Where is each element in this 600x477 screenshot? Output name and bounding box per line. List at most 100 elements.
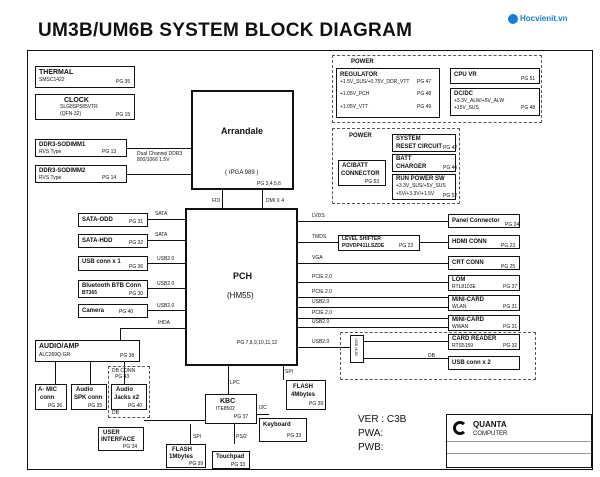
bluetooth-part: BT365 (82, 290, 98, 296)
thermal-part: SMSC1422 (39, 77, 65, 83)
cpu-block: Arrandale ( rPGA 989 ) PG 3,4,5,6 (191, 90, 294, 190)
user-interface-block: USER INTERFACE PG 34 (98, 427, 144, 451)
audio-amp-block: AUDIO/AMP ALC269Q-GR PG 38 (35, 340, 140, 362)
page-title: UM3B/UM6B SYSTEM BLOCK DIAGRAM (38, 20, 413, 41)
audio-spk-line (90, 362, 91, 384)
sysreset-label: SYSTEM (396, 136, 421, 142)
sata-odd-bus: SATA (155, 211, 168, 217)
pch-part: (HM55) (227, 291, 254, 300)
camera-page: PG 40 (119, 309, 134, 315)
jacks-label: Audio (116, 387, 133, 393)
camera-label: Camera (82, 308, 105, 314)
sata-hdd-bus: SATA (155, 232, 168, 238)
regulator-r3: +1.05V_VTT (340, 104, 369, 110)
pch-spi-line (283, 366, 284, 380)
dmi-line (262, 190, 263, 208)
cpu-page: PG 3,4,5,6 (257, 181, 281, 187)
power-dashed-top: POWER (332, 55, 542, 123)
tmds-line (298, 242, 338, 243)
wwan-part: WWAN (452, 324, 469, 330)
dmi-label: DMI X 4 (266, 198, 285, 204)
kbc-label: KBC (220, 398, 236, 405)
regulator-r1-page: PG 47 (417, 79, 432, 85)
usb-conn2-block: USB conn x 2 (448, 356, 520, 370)
hdmi-page: PG 23 (501, 243, 516, 249)
power1-title: POWER (351, 59, 374, 65)
bluetooth-bus: USB2.0 (157, 281, 175, 287)
acbatt-connector: CONNECTOR (341, 171, 380, 177)
flash4-page: PG 39 (309, 401, 324, 407)
quanta-name2: COMPUTER (473, 431, 508, 437)
cpu-vr-page: PG 51 (521, 76, 536, 82)
title-block: QUANTA COMPUTER (446, 414, 592, 468)
dcdc-rail1: +3.3V_ALW/+5V_ALW (454, 98, 505, 104)
pch-spi-label: SPI (285, 369, 294, 375)
sata-odd-block: SATA-ODD PG 31 (78, 213, 148, 227)
touchpad-block: Touchpad PG 33 (212, 451, 250, 469)
ddr-bus-speed: 800/1066 1.5V (137, 157, 170, 163)
hub-card-line (364, 341, 448, 342)
batt-charger-block: BATT CHARGER PG 46 (392, 154, 457, 172)
runpower-page: PG 52 (443, 193, 458, 199)
db-conn-label: DB CONN (112, 368, 136, 374)
version-label: VER : C3B (358, 414, 407, 425)
db-label: DB (112, 410, 119, 416)
keyboard-label: Keyboard (263, 422, 291, 428)
pcie2-line (298, 297, 448, 298)
hub-usb2-line (364, 358, 448, 359)
pcie3-label: PCIE 2.0 (312, 310, 333, 316)
kbc-part: ITE8502 (216, 406, 235, 412)
pcie1-label: PCIE 2.0 (312, 274, 333, 280)
usb-r1-label: USB2.0 (312, 299, 330, 305)
thermal-label: THERMAL (39, 69, 74, 76)
sata-odd-line (148, 219, 185, 220)
usb-r1-line (298, 307, 448, 308)
clock-page: PG 15 (116, 112, 131, 118)
camera-line (148, 310, 185, 311)
lom-part: RTL8103E (452, 284, 476, 290)
batt-label: BATT (396, 156, 412, 162)
ddr2-page: PG 14 (102, 175, 117, 181)
bluetooth-block: Bluetooth BTB Conn BT365 PG 30 (78, 280, 148, 298)
ihda-line-h (120, 328, 185, 329)
usb-r2-label: USB2.0 (312, 319, 330, 325)
ddr3-sodimm2-block: DDR3-SODIMM2 RVS Type PG 14 (35, 165, 127, 183)
touchpad-page: PG 33 (231, 462, 246, 468)
fdi-line (222, 190, 223, 208)
title-block-divider (447, 441, 591, 442)
flash1-size: 1Mbytes (169, 454, 194, 460)
ddr1-label: DDR3-SODIMM1 (39, 142, 86, 148)
crt-label: CRT CONN (452, 260, 484, 266)
kbc-user-line (144, 420, 205, 421)
jacks-label2: Jacks x2 (114, 395, 140, 401)
acbatt-page: PG 53 (365, 179, 380, 185)
level-shifter-block: LEVEL SHIFTER PI3VDP411LSZDE PG 23 (338, 235, 420, 251)
dcdc-block: DC/DC +3.3V_ALW/+5V_ALW +15V_SUS PG 48 (450, 88, 540, 116)
clock-block: CLOCK SLG8SP585VTR (QFN-32) PG 15 (35, 94, 135, 120)
sata-odd-label: SATA-ODD (82, 217, 113, 223)
ac-batt-block: AC/BATT CONNECTOR PG 53 (338, 160, 386, 186)
keyboard-block: Keyboard PG 33 (259, 418, 307, 442)
wwan-minicard-block: MINI-CARD WWAN PG 31 (448, 315, 520, 331)
usb-conn1-bus: USB2.0 (157, 256, 175, 262)
ps2-label: PS/2 (236, 434, 247, 440)
hdmi-conn-block: HDMI CONN PG 23 (448, 235, 520, 249)
dcdc-label: DC/DC (454, 91, 473, 97)
usb-hub-label: USB HUB (354, 338, 359, 356)
usb-conn2-label: USB conn x 2 (452, 360, 491, 366)
hdmi-label: HDMI CONN (452, 239, 487, 245)
sata-hdd-page: PG 32 (129, 240, 144, 246)
power2-title: POWER (349, 133, 372, 139)
keyboard-page: PG 33 (287, 433, 302, 439)
flash4-size: 4Mbytes (291, 392, 316, 398)
flash-4mb-block: FLASH 4Mbytes PG 39 (286, 380, 326, 410)
ihda-label: IHDA (158, 320, 170, 326)
audio-amp-page: PG 38 (120, 353, 135, 359)
audio-mic-line (55, 362, 56, 384)
system-reset-block: SYSTEM RESET CIRCUIT PG 42 (392, 134, 457, 152)
cpu-package: ( rPGA 989 ) (225, 170, 259, 176)
title-block-divider2 (447, 453, 591, 454)
ihda-line-v (120, 328, 121, 340)
regulator-block: REGULATOR +1.5V_SUS/+0.75V_DDR_VTT PG 47… (336, 68, 440, 118)
